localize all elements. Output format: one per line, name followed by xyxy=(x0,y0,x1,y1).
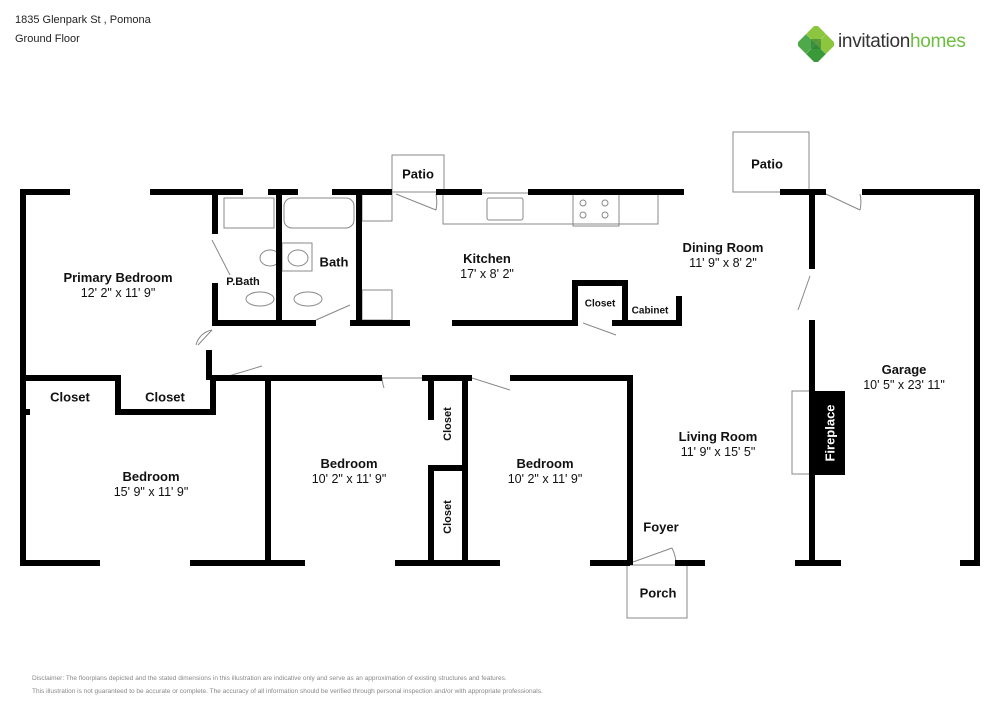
clover-leaf-logo-icon xyxy=(798,26,834,62)
room-primary-bedroom: Primary Bedroom 12' 2" x 11' 9" xyxy=(63,270,173,300)
room-bedroom-middle: Bedroom 10' 2" x 11' 9" xyxy=(311,456,387,486)
closet-kitchen: Closet xyxy=(584,298,616,310)
porch-outline xyxy=(626,564,688,619)
disclaimer-line-2: This illustration is not guaranteed to b… xyxy=(32,688,543,695)
room-p-bath: P.Bath xyxy=(226,276,260,288)
room-garage: Garage 10' 5" x 23' 11" xyxy=(863,362,945,392)
closet-middle-lower: Closet xyxy=(442,500,454,534)
room-patio-left: Patio xyxy=(402,166,434,182)
room-living-room: Living Room 11' 9" x 15' 5" xyxy=(678,429,758,459)
room-bedroom-left: Bedroom 15' 9" x 11' 9" xyxy=(113,469,189,499)
room-dining-room: Dining Room 11' 9" x 8' 2" xyxy=(682,240,764,270)
fireplace: Fireplace xyxy=(822,404,838,462)
patio-right-outline xyxy=(732,131,810,193)
patio-left-outline xyxy=(391,154,445,193)
cabinet: Cabinet xyxy=(631,305,669,317)
room-kitchen: Kitchen 17' x 8' 2" xyxy=(460,251,514,281)
closet-left-2: Closet xyxy=(145,389,185,405)
room-foyer: Foyer xyxy=(643,519,679,535)
property-address: 1835 Glenpark St , Pomona xyxy=(15,14,151,26)
closet-left-1: Closet xyxy=(50,389,90,405)
room-bedroom-right: Bedroom 10' 2" x 11' 9" xyxy=(507,456,583,486)
closet-middle-upper: Closet xyxy=(442,407,454,441)
brand-logo: invitationhomes xyxy=(798,24,978,64)
disclaimer-line-1: Disclaimer: The floorplans depicted and … xyxy=(32,675,507,682)
floor-label: Ground Floor xyxy=(15,33,80,45)
room-patio-right: Patio xyxy=(751,156,783,172)
brand-name: invitationhomes xyxy=(838,31,966,52)
room-porch: Porch xyxy=(639,585,677,601)
room-bath: Bath xyxy=(319,254,349,270)
